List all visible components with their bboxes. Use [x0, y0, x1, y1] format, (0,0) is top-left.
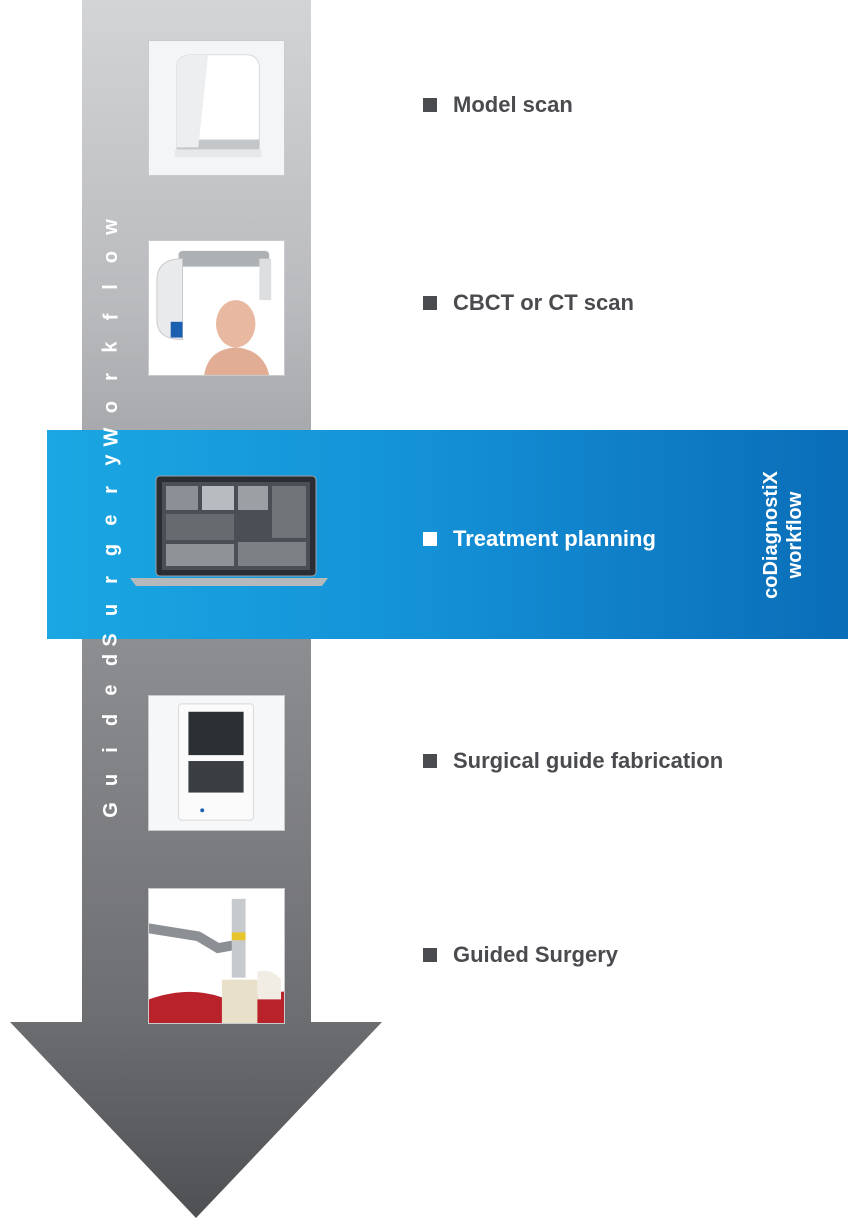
side-letter: e [100, 514, 122, 526]
side-letter: k [100, 341, 122, 353]
side-letter: G [100, 802, 122, 818]
bullet-icon [423, 948, 437, 962]
side-letter: e [100, 684, 122, 696]
milling-machine-icon [148, 695, 285, 831]
step-label: CBCT or CT scan [453, 290, 634, 315]
band-title-line1: coDiagnostiX [760, 470, 783, 599]
guided-drill-icon [148, 888, 285, 1024]
side-letter: d [100, 713, 122, 727]
side-letter: f [99, 313, 122, 321]
side-letter: o [100, 250, 122, 264]
side-letter: r [99, 373, 122, 381]
band-title-line2: workflow [784, 491, 807, 578]
side-label-workflow: w o l f k r o W [93, 212, 129, 452]
side-letter: u [100, 603, 122, 617]
side-letter: g [100, 543, 122, 557]
step-label: Model scan [453, 92, 573, 117]
side-letter: i [100, 747, 122, 753]
step-label: Surgical guide fabrication [453, 748, 724, 773]
step-treatment-planning: Treatment planning [423, 526, 656, 552]
step-label: Guided Surgery [453, 942, 619, 967]
step-guided-surgery: Guided Surgery [423, 942, 618, 968]
band-title-text: coDiagnostiX workflow [759, 471, 807, 599]
side-letter: u [100, 773, 122, 787]
bullet-icon [423, 532, 437, 546]
side-letter: y [100, 454, 122, 466]
bullet-icon [423, 98, 437, 112]
cbct-scanner-icon [148, 240, 285, 376]
bullet-icon [423, 296, 437, 310]
side-letter: W [99, 427, 122, 447]
side-letter: o [100, 400, 122, 414]
side-label-surgery: y r e g r u S [93, 445, 129, 655]
side-letter: w [100, 219, 122, 235]
side-letter: r [99, 576, 122, 584]
side-letter: r [99, 486, 122, 494]
step-surgical-guide-fabrication: Surgical guide fabrication [423, 748, 723, 774]
band-title: coDiagnostiX workflow [738, 430, 828, 639]
bullet-icon [423, 754, 437, 768]
model-scanner-icon [148, 40, 285, 176]
arrow-head [10, 1022, 382, 1218]
side-letter: d [100, 653, 122, 667]
side-label-guided: d e d i u G [93, 645, 129, 825]
side-letter: l [100, 284, 122, 290]
step-model-scan: Model scan [423, 92, 573, 118]
planning-laptop-icon [126, 470, 332, 590]
step-cbct-scan: CBCT or CT scan [423, 290, 634, 316]
step-label: Treatment planning [453, 526, 656, 551]
